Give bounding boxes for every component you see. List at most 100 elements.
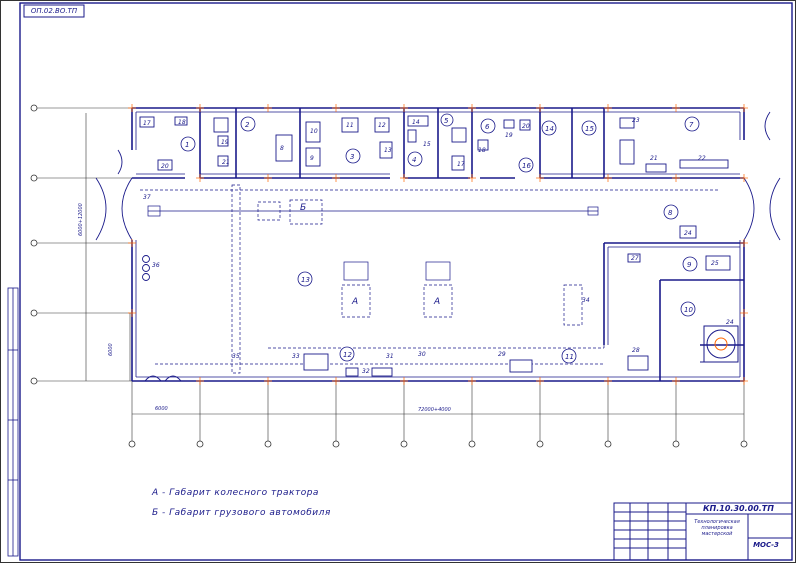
svg-text:5: 5 — [444, 117, 449, 125]
svg-text:33: 33 — [292, 353, 300, 360]
grid-axes-vertical — [131, 381, 745, 442]
svg-text:14: 14 — [545, 125, 554, 133]
tractor-outlines — [147, 205, 599, 281]
svg-text:20: 20 — [161, 163, 169, 170]
svg-text:28: 28 — [632, 347, 640, 354]
svg-text:10: 10 — [310, 128, 318, 135]
svg-text:Б: Б — [300, 203, 306, 213]
svg-text:14: 14 — [412, 119, 420, 126]
room-marker-12: 12 — [339, 346, 355, 362]
room-marker-15: 15 — [581, 120, 597, 136]
left-height-dimension: 6000+12000 — [78, 203, 84, 236]
svg-text:13: 13 — [301, 276, 310, 284]
room-marker-3: 3 — [345, 148, 361, 164]
svg-text:21: 21 — [222, 159, 230, 166]
room-marker-6: 6 — [480, 118, 496, 134]
legend-item-a: А - Габарит колесного трактора — [152, 488, 319, 498]
svg-text:34: 34 — [582, 297, 590, 304]
svg-text:2: 2 — [245, 121, 250, 129]
svg-text:9: 9 — [687, 261, 692, 269]
room-marker-2: 2 — [240, 116, 256, 132]
svg-text:21: 21 — [650, 155, 658, 162]
top-stamp-box — [23, 4, 85, 18]
building-walls — [131, 107, 745, 382]
svg-text:15: 15 — [423, 141, 431, 148]
title-block-sheet: МОС-3 — [753, 541, 779, 549]
equipment — [139, 115, 731, 377]
svg-text:13: 13 — [384, 147, 392, 154]
svg-text:30: 30 — [418, 351, 426, 358]
svg-text:12: 12 — [378, 122, 386, 129]
svg-text:11: 11 — [346, 122, 354, 129]
svg-text:18: 18 — [478, 147, 486, 154]
room-marker-1: 1 — [180, 136, 196, 152]
svg-text:23: 23 — [632, 117, 640, 124]
left-lower-dimension: 6000 — [108, 343, 114, 356]
gates — [95, 111, 781, 382]
boiler — [700, 325, 739, 363]
svg-text:16: 16 — [522, 162, 531, 170]
svg-text:36: 36 — [152, 262, 160, 269]
svg-text:3: 3 — [350, 153, 354, 161]
legend-item-b: Б - Габарит грузового автомобиля — [152, 508, 331, 518]
axis-bubbles-bottom — [128, 440, 748, 448]
top-stamp: ОП.02.ВО.ТП — [30, 7, 78, 15]
svg-text:11: 11 — [565, 353, 574, 361]
svg-text:37: 37 — [143, 194, 151, 201]
title-block-code: КП.10.30.00.ТП — [703, 504, 774, 513]
svg-text:17: 17 — [457, 161, 465, 168]
svg-text:20: 20 — [522, 123, 530, 130]
inner-frame — [19, 2, 793, 561]
svg-text:18: 18 — [178, 119, 186, 126]
svg-text:17: 17 — [143, 120, 151, 127]
axis-bubbles-left — [30, 104, 38, 385]
grid-axes-horizontal — [36, 107, 132, 382]
svg-text:8: 8 — [668, 209, 673, 217]
oil-tanks — [142, 255, 150, 281]
svg-text:24: 24 — [684, 230, 692, 237]
svg-text:35: 35 — [232, 353, 240, 360]
dimension-labels: 6000 72000+4000 6000+12000 6000 — [78, 203, 451, 413]
title-block-title: Технологическая планировка мастерской — [694, 519, 740, 537]
svg-text:1: 1 — [185, 141, 189, 149]
wall-inner-lines — [135, 111, 741, 378]
overall-dimension: 72000+4000 — [418, 407, 451, 413]
room-marker-16: 16 — [518, 157, 534, 173]
svg-text:27: 27 — [631, 255, 639, 262]
room-marker-9: 9 — [682, 256, 698, 272]
room-marker-7: 7 — [684, 116, 700, 132]
room-marker-13: 13 — [297, 271, 313, 287]
columns — [128, 104, 748, 385]
crane-and-zones — [140, 184, 720, 374]
room-marker-4: 4 — [407, 151, 423, 167]
svg-text:7: 7 — [689, 121, 694, 129]
svg-text:9: 9 — [310, 155, 314, 162]
svg-text:6: 6 — [485, 123, 490, 131]
room-marker-14: 14 — [541, 120, 557, 136]
room-marker-5: 5 — [440, 113, 454, 127]
svg-text:29: 29 — [498, 351, 506, 358]
binding-strip — [7, 287, 19, 557]
svg-text:25: 25 — [711, 260, 719, 267]
svg-text:22: 22 — [698, 155, 706, 162]
room-number-markers: 1 2 3 4 5 6 7 8 9 10 11 12 13 14 15 16 — [180, 113, 700, 364]
svg-text:12: 12 — [343, 351, 352, 359]
svg-text:А: А — [351, 297, 358, 307]
room-marker-8: 8 — [663, 204, 679, 220]
room-marker-11: 11 — [561, 348, 577, 364]
svg-text:А: А — [433, 297, 440, 307]
svg-text:10: 10 — [684, 306, 693, 314]
room-marker-10: 10 — [680, 301, 696, 317]
svg-text:19: 19 — [505, 132, 513, 139]
svg-text:4: 4 — [412, 156, 416, 164]
bay-dimension: 6000 — [155, 406, 168, 412]
svg-text:8: 8 — [280, 145, 284, 152]
zone-letters: А А Б — [300, 203, 440, 307]
title-block — [613, 502, 793, 561]
svg-text:31: 31 — [386, 353, 394, 360]
svg-text:24: 24 — [726, 319, 734, 326]
equipment-labels: 17 18 19 20 21 21 22 23 24 25 27 24 28 2… — [143, 117, 734, 375]
svg-text:19: 19 — [221, 139, 229, 146]
